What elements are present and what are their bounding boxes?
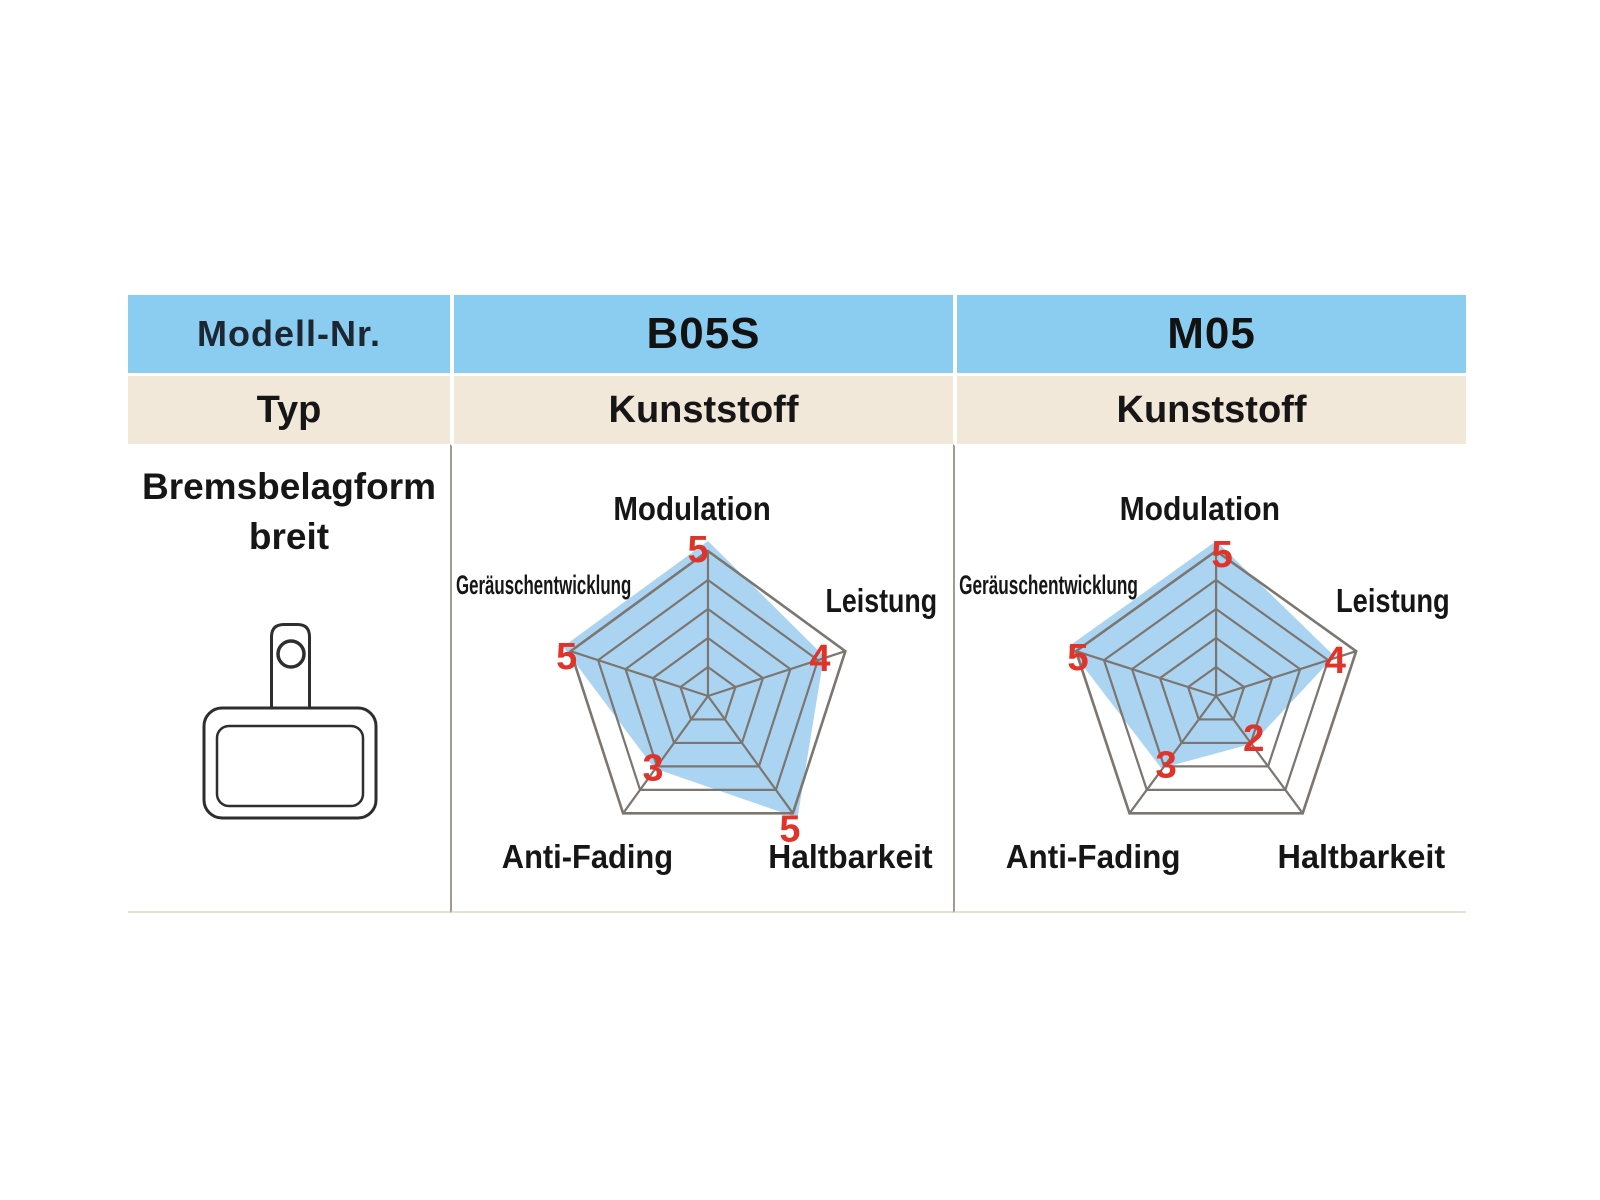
- radar-grid-ring: [1186, 665, 1246, 721]
- header-cell-b05s: B05S: [450, 295, 953, 373]
- radar-value-label: 5: [687, 529, 708, 571]
- radar-axis-label: Geräuschentwicklung: [959, 569, 1138, 600]
- pad-friction-surface-outline: [215, 724, 365, 808]
- radar-axis-spoke: [570, 650, 709, 698]
- radar-grid-ring: [569, 549, 847, 815]
- radar-axis-label: Haltbarkeit: [1278, 839, 1446, 876]
- type-value: Kunststoff: [608, 388, 799, 431]
- header-cell-model-nr: Modell-Nr.: [128, 295, 450, 373]
- radar-axis-spoke: [1215, 695, 1304, 814]
- radar-grid-ring: [1074, 549, 1358, 815]
- radar-value-label: 3: [643, 747, 664, 789]
- header-label: M05: [1167, 309, 1256, 358]
- radar-axis-spoke: [622, 695, 709, 814]
- radar-axis-label: Anti-Fading: [1006, 839, 1181, 876]
- type-label: Typ: [256, 388, 322, 431]
- pad-shape-line1: Bremsbelagform: [141, 466, 437, 507]
- type-cell-label: Typ: [128, 373, 450, 444]
- header-cell-m05: M05: [953, 295, 1466, 373]
- radar-value-label: 5: [1211, 533, 1232, 576]
- radar-axis-label: Haltbarkeit: [768, 838, 932, 875]
- radar-axis-label: Modulation: [613, 490, 770, 527]
- radar-axis-spoke: [707, 695, 794, 814]
- radar-grid-ring: [1130, 607, 1302, 768]
- radar-fill-area: [1068, 541, 1335, 769]
- radar-axis-label: Geräuschentwicklung: [456, 570, 631, 600]
- pad-body-outline: [202, 706, 378, 820]
- radar-grid-ring: [651, 636, 765, 745]
- type-cell-b05s: Kunststoff: [450, 373, 953, 444]
- pad-mount-hole: [276, 639, 306, 669]
- radar-value-label: 3: [1155, 744, 1176, 787]
- radar-value-label: 4: [809, 638, 830, 680]
- radar-value-label: 4: [1325, 639, 1347, 682]
- radar-chart-b05s: 54535ModulationLeistungHaltbarkeitAnti-F…: [456, 490, 938, 875]
- radar-grid-ring: [679, 665, 737, 721]
- radar-value-label: 5: [779, 808, 800, 850]
- radar-axis-spoke: [1075, 650, 1217, 698]
- radar-axis-spoke: [1215, 650, 1357, 698]
- radar-axis-label: Anti-Fading: [502, 838, 673, 875]
- radar-value-label: 5: [556, 636, 577, 678]
- brake-pad-outline-icon: [202, 623, 378, 820]
- header-label: B05S: [646, 309, 761, 358]
- radar-grid-ring: [1102, 578, 1330, 791]
- header-label: Modell-Nr.: [196, 313, 381, 354]
- radar-grid-ring: [624, 607, 792, 768]
- pad-shape-cell: Bremsbelagform breit: [128, 444, 450, 913]
- radar-value-label: 5: [1067, 636, 1088, 679]
- radar-axis-spoke: [707, 650, 846, 698]
- radar-axis-label: Modulation: [1120, 491, 1281, 528]
- comparison-table: Modell-Nr. B05S M05 Typ Kunststoff Kunst…: [128, 295, 1466, 913]
- radar-grid-ring: [1158, 636, 1274, 745]
- radar-axis-spoke: [1128, 695, 1217, 814]
- type-cell-m05: Kunststoff: [953, 373, 1466, 444]
- pad-shape-line2: breit: [248, 516, 330, 557]
- radar-value-label: 2: [1243, 717, 1264, 760]
- radar-axis-label: Leistung: [1336, 583, 1450, 620]
- type-value: Kunststoff: [1116, 388, 1307, 431]
- pad-tab-outline: [270, 623, 311, 710]
- radar-grid-ring: [596, 578, 820, 791]
- radar-axis-label: Leistung: [826, 582, 938, 619]
- pad-shape-title: Bremsbelagform breit: [128, 462, 450, 562]
